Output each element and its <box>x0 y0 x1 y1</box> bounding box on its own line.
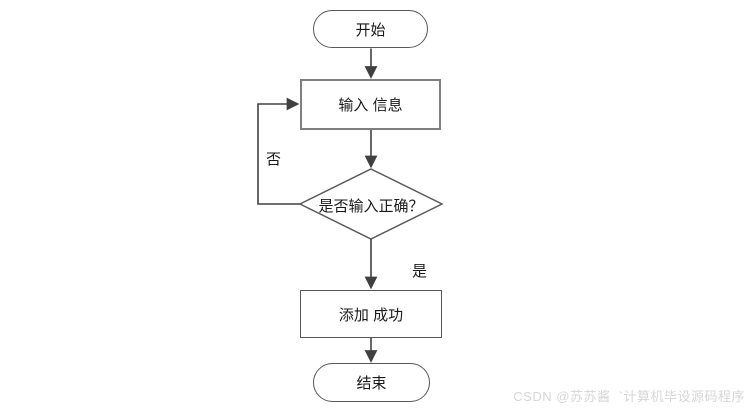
edge-label-no: 否 <box>266 148 282 169</box>
node-decision-label: 是否输入正确？ <box>318 198 424 215</box>
watermark: CSDN @苏苏酱 `计算机毕设源码程序 <box>513 389 745 404</box>
node-input-info: 输入 信息 <box>300 79 441 130</box>
node-start-label: 开始 <box>355 21 386 39</box>
node-input-info-label: 输入 信息 <box>338 97 403 114</box>
edge-decision-to-input-no <box>257 97 300 205</box>
edge-label-yes: 是 <box>412 260 428 281</box>
node-start: 开始 <box>313 10 428 48</box>
node-end-label: 结束 <box>356 375 387 392</box>
node-add-success-label: 添加 成功 <box>338 306 404 324</box>
node-end: 结束 <box>313 363 430 402</box>
node-add-success: 添加 成功 <box>300 290 442 338</box>
